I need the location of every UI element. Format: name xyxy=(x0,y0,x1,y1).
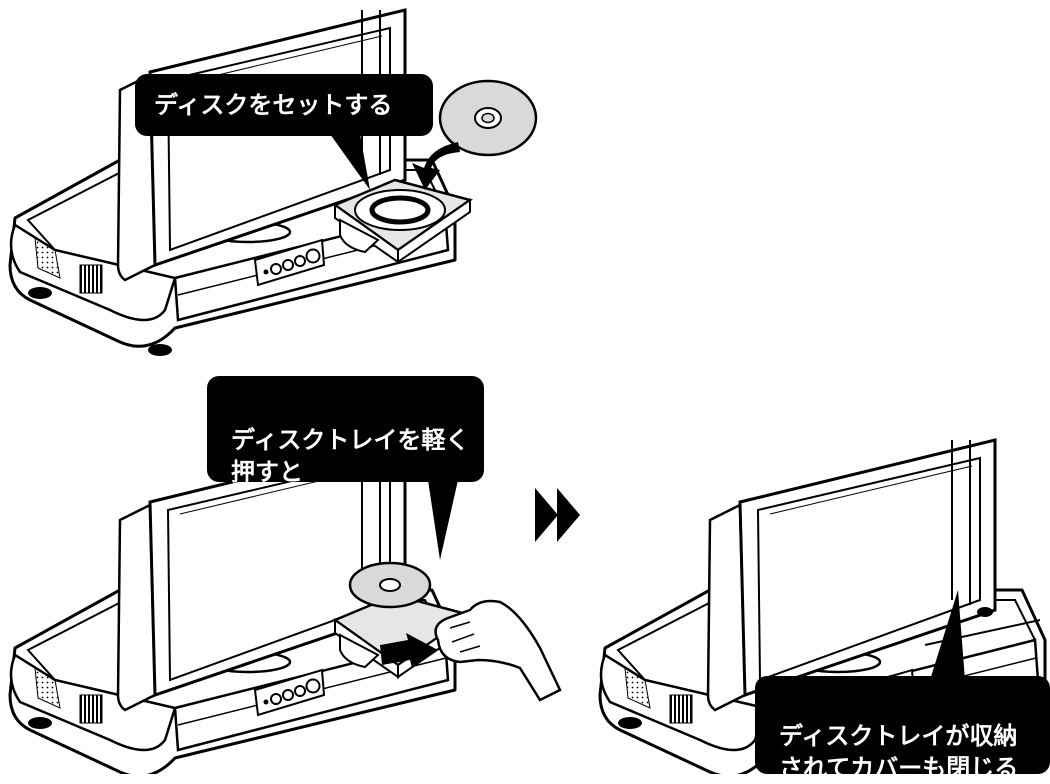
panel-set-disc xyxy=(8,8,538,358)
callout-set-disc-text: ディスクをセットする xyxy=(154,91,393,119)
callout-tray-closes-text: ディスクトレイが収納 されてカバーも閉じる xyxy=(779,722,1019,782)
push-arrow-icon xyxy=(380,633,438,668)
callout-tray-closes: ディスクトレイが収納 されてカバーも閉じる xyxy=(755,676,1050,782)
callout-push-tray-text: ディスクトレイを軽く 押すと xyxy=(231,426,470,486)
callout-set-disc: ディスクをセットする xyxy=(135,74,433,136)
panel-push-tray xyxy=(8,438,562,774)
callout-push-tray: ディスクトレイを軽く 押すと xyxy=(207,376,484,486)
disc-icon xyxy=(438,79,538,157)
next-step-icon xyxy=(535,488,580,542)
curved-arrow-icon xyxy=(412,142,460,190)
hand-icon xyxy=(434,599,562,702)
